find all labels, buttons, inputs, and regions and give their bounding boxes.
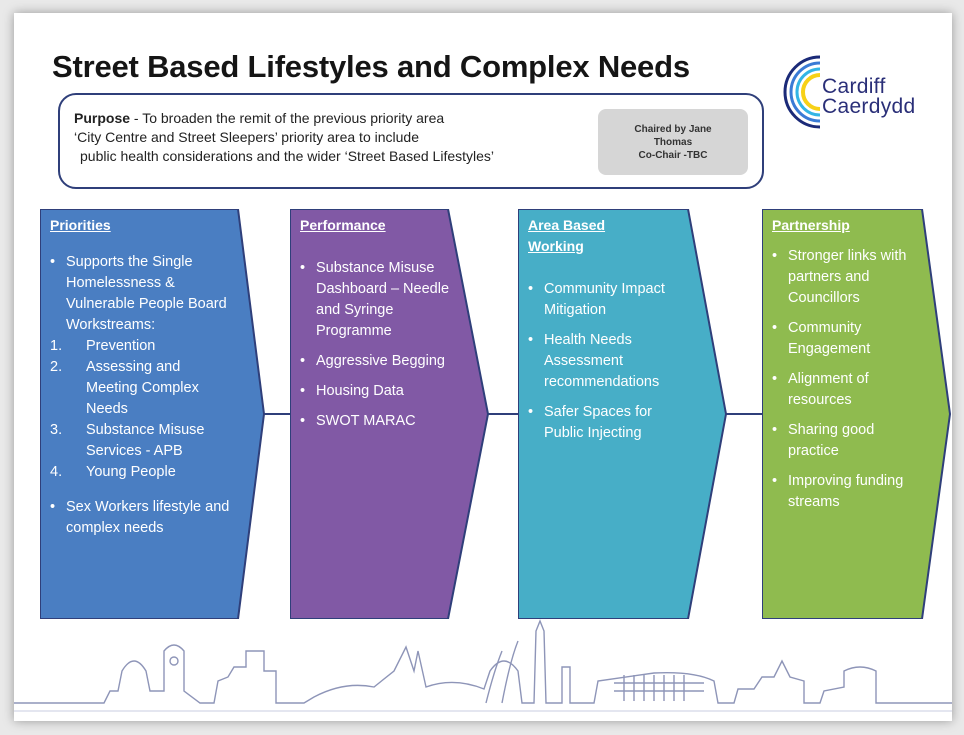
logo-line-caerdydd: Caerdydd bbox=[822, 95, 916, 118]
performance-title: Performance bbox=[300, 217, 386, 233]
numbered-item: 1.Prevention bbox=[50, 338, 156, 354]
column-partnership: Partnership Stronger links with partners… bbox=[762, 209, 952, 619]
priorities-bullet-1: Supports the Single Homelessness & Vulne… bbox=[50, 252, 230, 336]
chair-line-1: Chaired by Jane bbox=[634, 123, 712, 135]
performance-item: SWOT MARAC bbox=[300, 411, 454, 432]
chair-line-3: Co-Chair -TBC bbox=[638, 149, 708, 161]
partnership-item: Community Engagement bbox=[772, 318, 924, 360]
column-priorities: Priorities Supports the Single Homelessn… bbox=[40, 209, 266, 619]
partnership-item: Alignment of resources bbox=[772, 369, 924, 411]
cardiff-logo-icon bbox=[783, 55, 821, 129]
purpose-text: Purpose - To broaden the remit of the pr… bbox=[74, 109, 594, 166]
logo-line-cardiff: Cardiff bbox=[822, 75, 886, 98]
column-performance: Performance Substance Misuse Dashboard –… bbox=[290, 209, 490, 619]
city-skyline-icon bbox=[14, 619, 952, 712]
purpose-box: Purpose - To broaden the remit of the pr… bbox=[58, 93, 764, 189]
purpose-line-3: public health considerations and the wid… bbox=[80, 148, 495, 164]
performance-item: Aggressive Begging bbox=[300, 351, 454, 372]
area-item: Community Impact Mitigation bbox=[528, 279, 692, 321]
area-item: Safer Spaces for Public Injecting bbox=[528, 402, 692, 444]
numbered-item: 3.Substance Misuse Services - APB bbox=[50, 422, 205, 459]
numbered-item: 2.Assessing and Meeting Complex Needs bbox=[50, 359, 199, 417]
numbered-item: 4.Young People bbox=[50, 464, 176, 480]
slide: Street Based Lifestyles and Complex Need… bbox=[14, 13, 952, 721]
partnership-item: Improving funding streams bbox=[772, 471, 924, 513]
column-area-based-working: Area Based Working Community Impact Miti… bbox=[518, 209, 728, 619]
partnership-item: Stronger links with partners and Council… bbox=[772, 246, 924, 309]
performance-item: Substance Misuse Dashboard – Needle and … bbox=[300, 258, 454, 342]
area-title: Area Based Working bbox=[528, 215, 692, 257]
area-content: Area Based Working Community Impact Miti… bbox=[528, 215, 692, 453]
area-item: Health Needs Assessment recommendations bbox=[528, 330, 692, 393]
partnership-item: Sharing good practice bbox=[772, 420, 924, 462]
partnership-title: Partnership bbox=[772, 217, 850, 233]
performance-item: Housing Data bbox=[300, 381, 454, 402]
priorities-content: Priorities Supports the Single Homelessn… bbox=[50, 215, 230, 548]
purpose-line-1: - To broaden the remit of the previous p… bbox=[130, 110, 445, 126]
performance-content: Performance Substance Misuse Dashboard –… bbox=[300, 215, 454, 441]
area-title-line-1: Area Based bbox=[528, 217, 606, 233]
partnership-arrow-shape bbox=[762, 209, 952, 619]
area-title-line-2: Working bbox=[528, 238, 584, 254]
chair-line-2: Thomas bbox=[653, 136, 693, 148]
logo-text: Cardiff Caerdydd bbox=[822, 75, 916, 118]
purpose-line-2: ‘City Centre and Street Sleepers’ priori… bbox=[74, 129, 419, 145]
priorities-bullet-2: Sex Workers lifestyle and complex needs bbox=[50, 497, 230, 539]
purpose-label: Purpose bbox=[74, 110, 131, 126]
chair-box: Chaired by Jane Thomas Co-Chair -TBC bbox=[598, 109, 748, 175]
partnership-content: Partnership Stronger links with partners… bbox=[772, 215, 924, 522]
priorities-title: Priorities bbox=[50, 217, 111, 233]
page-title: Street Based Lifestyles and Complex Need… bbox=[52, 49, 690, 84]
